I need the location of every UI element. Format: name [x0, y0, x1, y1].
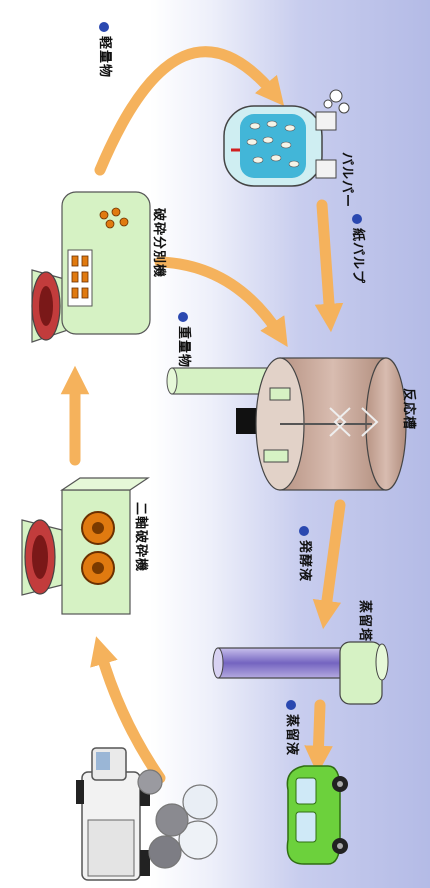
flow-arrows: [60, 46, 346, 784]
bullet-icon: [299, 526, 310, 536]
bullet-icon: [352, 214, 363, 224]
label-pulper: パルパー: [339, 152, 354, 209]
pulper: [223, 89, 350, 187]
bullet-icon: [99, 22, 110, 32]
bullet-icon: [178, 312, 189, 322]
car-icon: [286, 765, 348, 865]
twin-shaft-crusher: [21, 477, 150, 615]
arrow-tower-to-car: [304, 699, 333, 775]
reactor-tank: [166, 357, 407, 491]
arrow-truck-to-crusher: [90, 636, 166, 784]
label-distillation-tower: 蒸留塔: [357, 600, 372, 643]
label-reactor: 反応槽: [401, 388, 416, 431]
label-crusher-separator: 破砕分別機: [151, 208, 166, 279]
arrow-pulper-to-reactor: [314, 199, 344, 333]
label-paper-pulp: 紙パルプ: [350, 214, 369, 284]
label-fermentation-liquid: 発酵液: [297, 526, 316, 582]
label-secondary-crusher: 二軸破砕機: [133, 502, 148, 573]
label-distillate: 蒸留液: [284, 700, 303, 756]
arrow-separator-to-reactor: [154, 256, 288, 348]
arrow-separator-to-pulper: [94, 46, 285, 176]
distillation-tower: [212, 641, 389, 705]
garbage-bags-icon: [137, 769, 218, 869]
label-heavy-matter: 重量物: [176, 312, 195, 368]
label-light-matter: 軽量物: [97, 22, 116, 78]
bullet-icon: [286, 700, 297, 710]
crushing-separator: [31, 191, 151, 343]
garbage-truck-icon: [76, 747, 150, 881]
arrow-reactor-to-tower: [312, 499, 346, 630]
